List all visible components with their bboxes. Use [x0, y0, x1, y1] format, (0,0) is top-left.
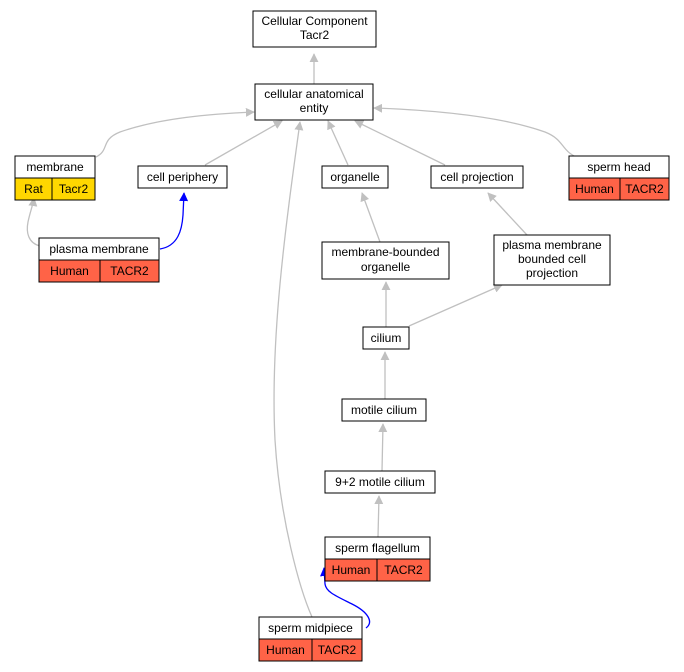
- edge-organelle-to-cae: [327, 120, 349, 166]
- node-label-line: plasma membrane: [502, 238, 602, 252]
- node-label-line: sperm flagellum: [335, 541, 420, 555]
- node-plasma-membrane-bounded-cell-projection[interactable]: plasma membrane bounded cell projection: [493, 234, 611, 286]
- node-label-line: sperm midpiece: [268, 621, 353, 635]
- node-cellular-anatomical-entity[interactable]: cellular anatomical entity: [254, 83, 374, 121]
- edge-plasma-membrane-to-cell-periphery: [159, 192, 189, 250]
- node-box: [137, 165, 228, 189]
- edge-sperm-flagellum-to-nine-two: [374, 495, 384, 538]
- edge-cell-periphery-to-cae: [204, 120, 283, 166]
- node-label-line: sperm head: [587, 160, 650, 174]
- node-box: [254, 83, 374, 121]
- gene-label: TACR2: [625, 182, 664, 196]
- node-box: [430, 165, 524, 189]
- species-label: Human: [266, 643, 305, 657]
- node-box: [362, 326, 410, 350]
- node-label-line: 9+2 motile cilium: [335, 475, 425, 489]
- node-cellular-component[interactable]: Cellular Component Tacr2: [252, 10, 377, 48]
- node-box: [252, 10, 377, 48]
- node-label-line: motile cilium: [351, 403, 417, 417]
- node-sperm-head[interactable]: sperm head Human TACR2: [568, 155, 670, 201]
- node-label-line: membrane: [26, 160, 84, 174]
- edge-sperm-head-to-cae: [373, 103, 579, 159]
- node-label-line: organelle: [330, 170, 380, 184]
- edge-pmbcp-to-cell-projection: [487, 192, 528, 236]
- node-box: [341, 398, 427, 422]
- gene-cell-human: [311, 638, 363, 662]
- edge-plasma-membrane-to-membrane: [26, 197, 41, 247]
- node-box: [324, 470, 436, 494]
- node-box: [321, 241, 450, 280]
- node-label-line: organelle: [361, 260, 411, 274]
- node-box: [493, 234, 611, 286]
- node-label-line: Cellular Component: [261, 14, 368, 28]
- node-label-line: entity: [300, 101, 329, 115]
- gene-label: Tacr2: [59, 182, 89, 196]
- gene-cell-human: [619, 177, 670, 201]
- edge-cilium-to-pmbcp: [408, 284, 503, 327]
- gene-cell-rat: [51, 177, 96, 201]
- node-label-line: cilium: [371, 331, 402, 345]
- node-organelle[interactable]: organelle: [321, 165, 389, 189]
- gene-cell-human: [99, 259, 160, 283]
- node-sperm-flagellum[interactable]: sperm flagellum Human TACR2: [324, 536, 431, 582]
- node-box: [321, 165, 389, 189]
- edge-sperm-midpiece-to-cae: [273, 121, 313, 618]
- gene-cell-human: [376, 558, 431, 582]
- gene-label: TACR2: [318, 643, 357, 657]
- node-membrane-bounded-organelle[interactable]: membrane-bounded organelle: [321, 241, 450, 280]
- node-cell-periphery[interactable]: cell periphery: [137, 165, 228, 189]
- node-membrane[interactable]: membrane Rat Tacr2: [14, 155, 96, 201]
- edges: [26, 53, 579, 629]
- node-label-line: Tacr2: [300, 28, 330, 42]
- edge-nine-two-to-motile-cilium: [378, 423, 388, 472]
- node-label-line: projection: [526, 266, 578, 280]
- node-label-line: cellular anatomical: [264, 87, 363, 101]
- node-label-line: cell periphery: [147, 170, 218, 184]
- node-cell-projection[interactable]: cell projection: [430, 165, 524, 189]
- edge-sperm-midpiece-to-sperm-flagellum: [320, 567, 371, 629]
- gene-label: TACR2: [384, 563, 423, 577]
- edge-membrane-to-cae: [95, 107, 255, 158]
- species-label: Human: [575, 182, 614, 196]
- node-label-line: cell projection: [440, 170, 513, 184]
- node-sperm-midpiece[interactable]: sperm midpiece Human TACR2: [258, 616, 363, 662]
- node-9-2-motile-cilium[interactable]: 9+2 motile cilium: [324, 470, 436, 494]
- node-label-line: bounded cell: [518, 252, 586, 266]
- species-label: Human: [50, 264, 89, 278]
- node-motile-cilium[interactable]: motile cilium: [341, 398, 427, 422]
- species-label: Human: [332, 563, 371, 577]
- edge-mbo-to-organelle: [360, 192, 381, 243]
- node-label-line: plasma membrane: [49, 242, 149, 256]
- node-cilium[interactable]: cilium: [362, 326, 410, 350]
- species-label: Rat: [24, 182, 43, 196]
- gene-label: TACR2: [110, 264, 149, 278]
- node-plasma-membrane[interactable]: plasma membrane Human TACR2: [38, 237, 160, 283]
- edge-cell-projection-to-cae: [354, 120, 446, 166]
- node-label-line: membrane-bounded: [331, 245, 439, 259]
